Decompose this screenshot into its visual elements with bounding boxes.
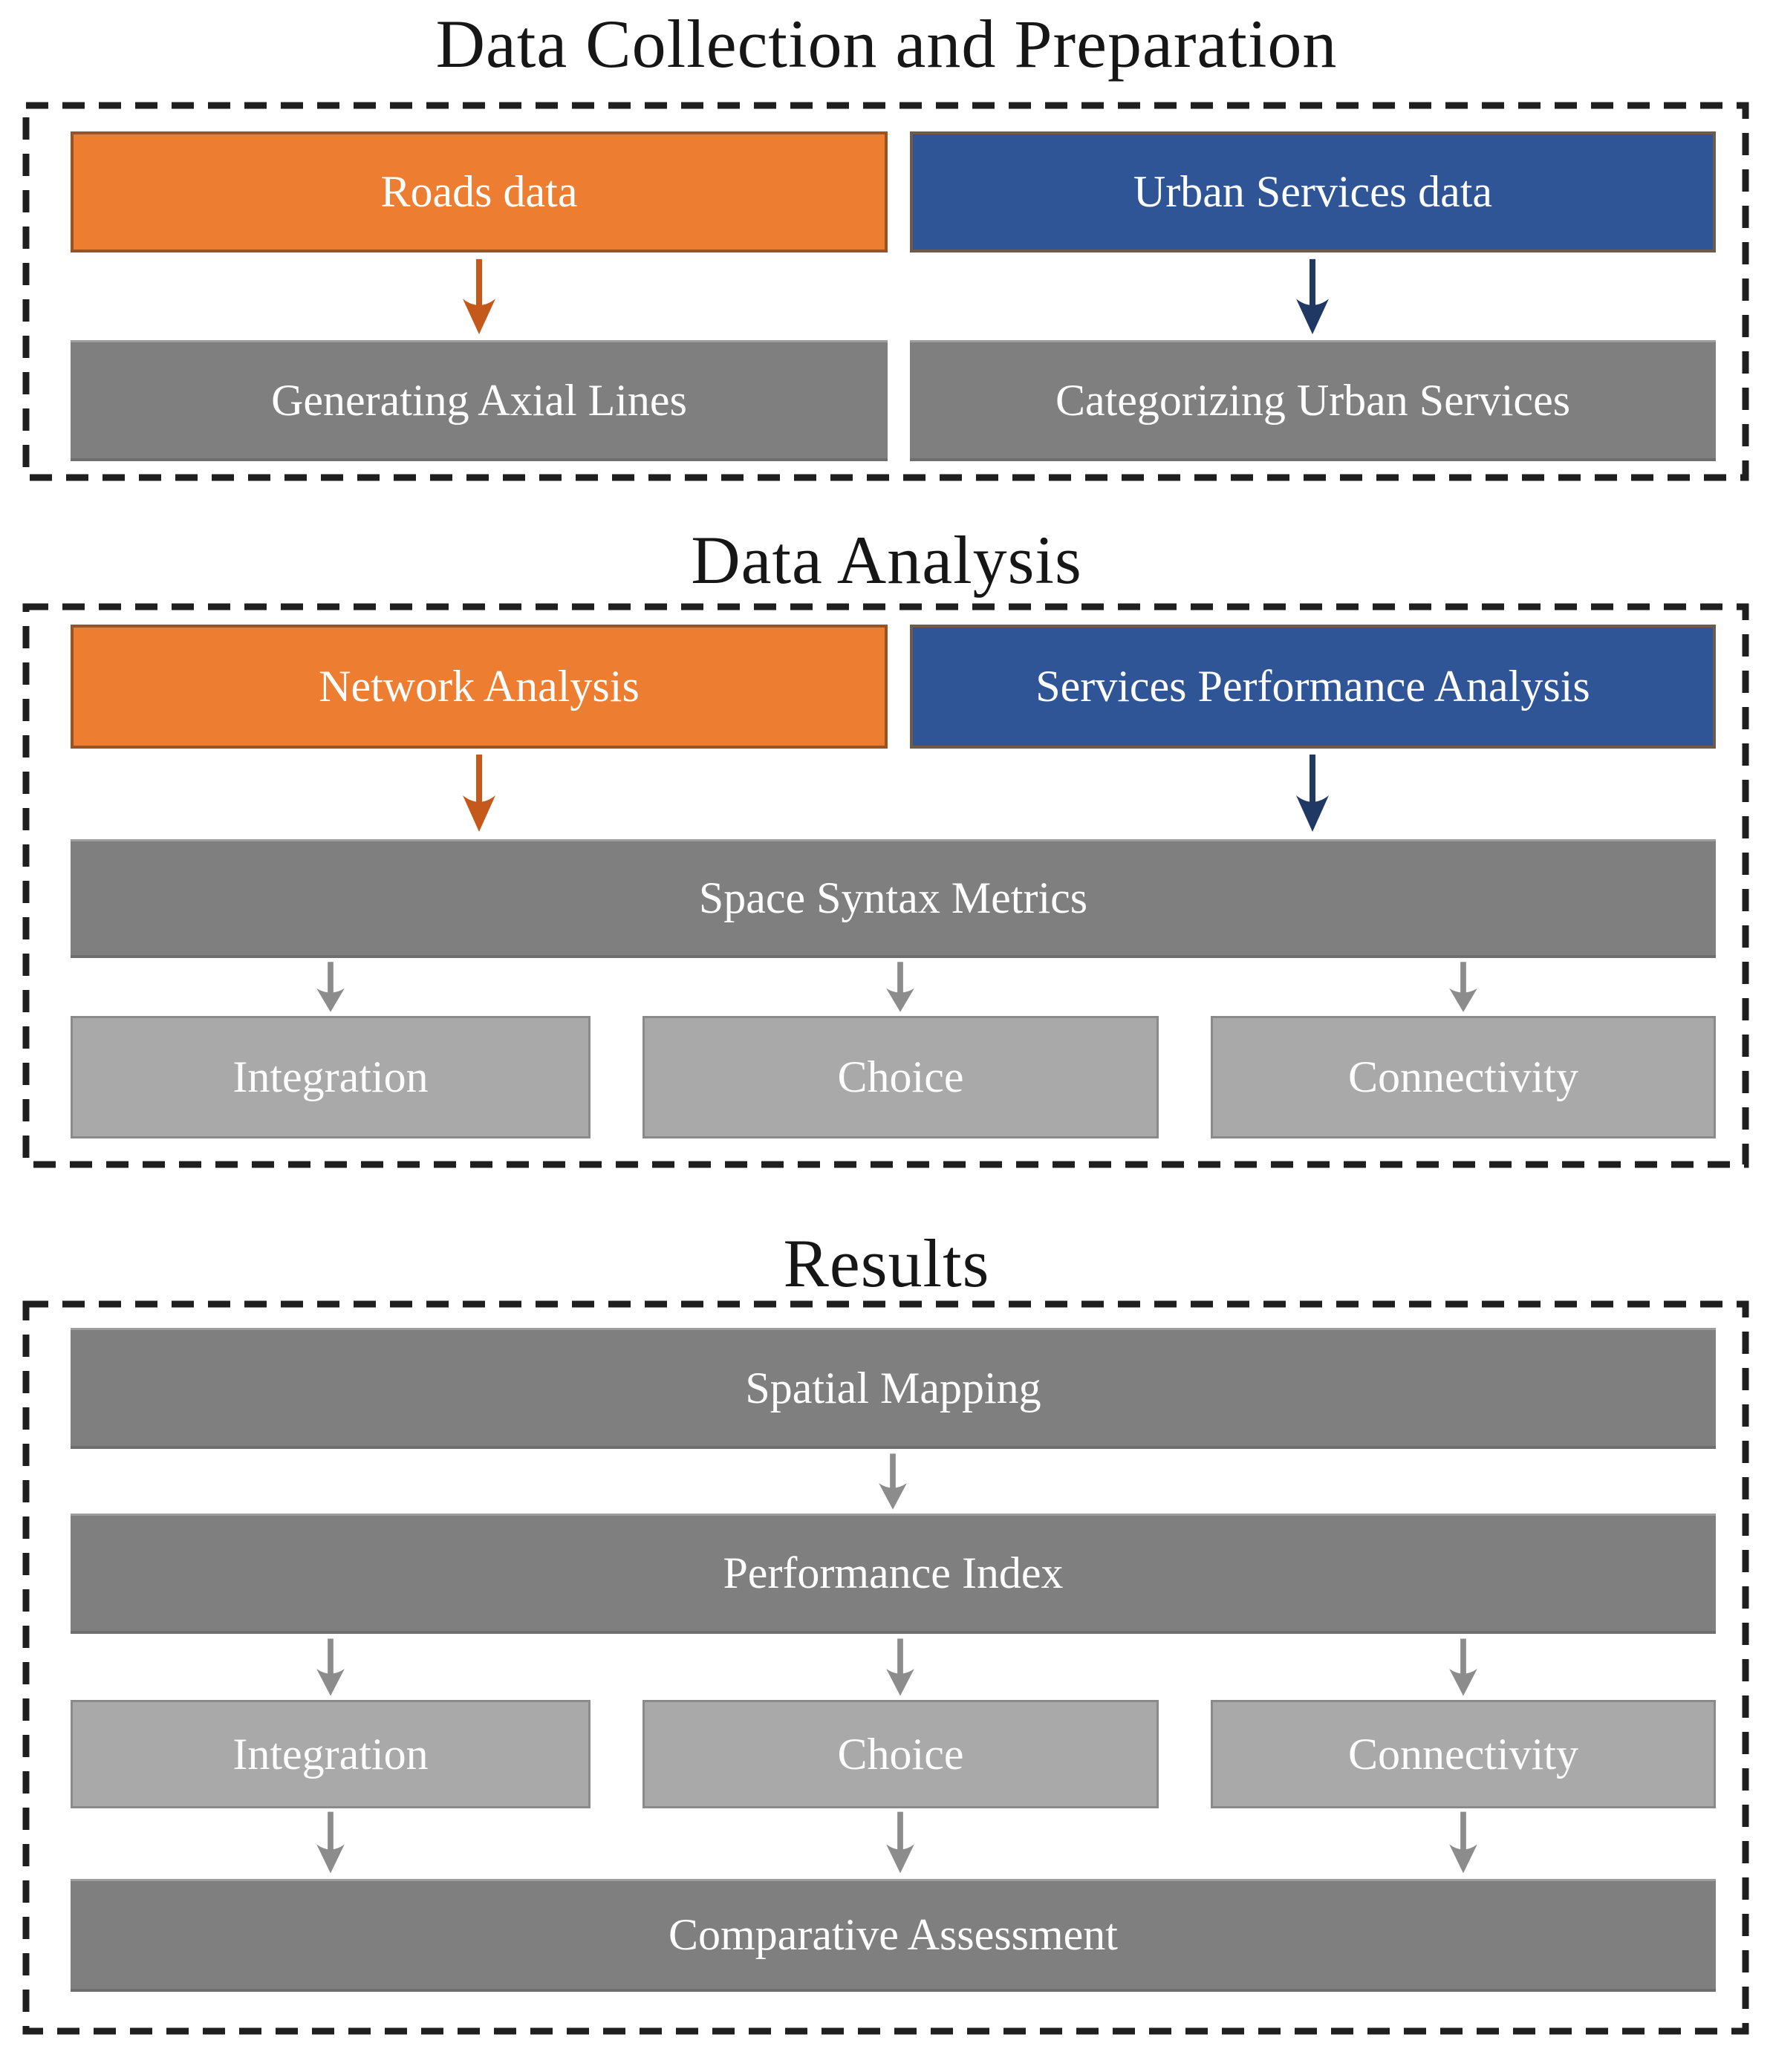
section-data-collection	[22, 102, 1749, 481]
box-label: Performance Index	[723, 1548, 1064, 1597]
box-label: Services Performance Analysis	[1035, 662, 1590, 711]
box-label: Roads data	[380, 167, 578, 216]
box-urban-services-data: Urban Services data	[910, 131, 1716, 253]
section-results	[22, 1300, 1749, 2035]
box-services-performance-analysis: Services Performance Analysis	[910, 625, 1716, 749]
box-spatial-mapping: Spatial Mapping	[71, 1328, 1716, 1449]
box-label: Connectivity	[1348, 1052, 1578, 1101]
box-label: Space Syntax Metrics	[698, 873, 1088, 922]
gray-down-arrow-icon	[879, 1453, 907, 1510]
section-title-data-analysis: Data Analysis	[691, 522, 1082, 598]
box-network-analysis: Network Analysis	[71, 625, 888, 749]
box-integration-analysis: Integration	[71, 1016, 591, 1138]
orange-down-arrow-icon	[463, 754, 495, 833]
gray-down-arrow-icon	[886, 962, 914, 1012]
dashed-border	[22, 603, 1749, 1168]
box-label: Categorizing Urban Services	[1055, 375, 1571, 425]
box-label: Generating Axial Lines	[271, 375, 687, 425]
box-label: Comparative Assessment	[668, 1910, 1118, 1959]
dashed-border	[22, 102, 1749, 481]
box-label: Integration	[232, 1052, 429, 1101]
box-connectivity-analysis: Connectivity	[1211, 1016, 1716, 1138]
navy-down-arrow-icon	[1296, 754, 1329, 833]
box-choice-analysis: Choice	[642, 1016, 1159, 1138]
section-data-analysis	[22, 603, 1749, 1168]
box-label: Urban Services data	[1133, 167, 1493, 216]
gray-down-arrow-icon	[1449, 1638, 1477, 1696]
box-comparative-assessment: Comparative Assessment	[71, 1879, 1716, 1992]
gray-down-arrow-icon	[1449, 1811, 1477, 1874]
gray-down-arrow-icon	[886, 1638, 914, 1696]
navy-down-arrow-icon	[1296, 258, 1329, 335]
box-space-syntax-metrics: Space Syntax Metrics	[71, 839, 1716, 958]
box-connectivity-results: Connectivity	[1211, 1700, 1716, 1808]
gray-down-arrow-icon	[316, 962, 345, 1012]
orange-down-arrow-icon	[463, 258, 495, 335]
gray-down-arrow-icon	[886, 1811, 914, 1874]
section-title-data-collection: Data Collection and Preparation	[435, 6, 1338, 82]
box-label: Choice	[837, 1052, 964, 1101]
dashed-border	[22, 1300, 1749, 2035]
section-title-results: Results	[783, 1225, 990, 1301]
box-generating-axial-lines: Generating Axial Lines	[71, 340, 888, 461]
gray-down-arrow-icon	[316, 1811, 345, 1874]
gray-down-arrow-icon	[316, 1638, 345, 1696]
box-categorizing-urban-services: Categorizing Urban Services	[910, 340, 1716, 461]
box-roads-data: Roads data	[71, 131, 888, 253]
box-label: Connectivity	[1348, 1729, 1578, 1779]
box-label: Integration	[232, 1729, 429, 1779]
box-choice-results: Choice	[642, 1700, 1159, 1808]
box-performance-index: Performance Index	[71, 1514, 1716, 1634]
box-label: Network Analysis	[319, 662, 640, 711]
box-label: Spatial Mapping	[745, 1363, 1041, 1413]
box-integration-results: Integration	[71, 1700, 591, 1808]
gray-down-arrow-icon	[1449, 962, 1477, 1012]
box-label: Choice	[837, 1729, 964, 1779]
